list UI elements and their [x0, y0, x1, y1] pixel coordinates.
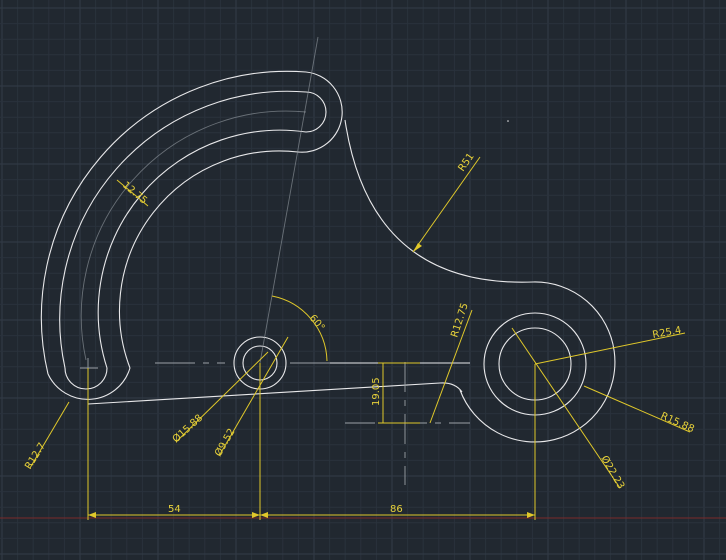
slot-outer-arc	[59, 90, 307, 369]
part-geometry	[40, 70, 616, 443]
dim-r127: R12.7	[23, 441, 48, 472]
dim-r51: R51	[456, 151, 476, 173]
outer-arm-arc	[40, 70, 307, 375]
slot-inner-arc	[97, 129, 307, 369]
stray-point	[507, 120, 509, 122]
inner-arm-arc	[118, 150, 299, 369]
dim-dia1588: Ø15.88	[170, 412, 205, 445]
arm-top-cap	[297, 71, 343, 153]
r51-arc	[344, 119, 534, 283]
slot-top-cap	[305, 91, 327, 133]
dim-len54: 54	[168, 504, 181, 515]
slot-center-arc	[80, 110, 307, 361]
dim-len86: 86	[390, 504, 403, 515]
dim-height: 19.05	[371, 377, 382, 406]
center-lines	[80, 36, 470, 485]
lower-edge	[87, 382, 463, 405]
arm-bottom-cap	[47, 367, 131, 400]
dim-dia952: Ø9.52	[212, 426, 237, 458]
right-boss-outer	[459, 281, 616, 443]
dim-r254: R25.4	[652, 325, 683, 341]
slot-bottom-cap	[64, 367, 108, 390]
dim-dia2223: Ø22.23	[598, 454, 627, 492]
dim-r1588: R15.88	[659, 411, 696, 436]
dim-angle: 60°	[307, 313, 327, 334]
